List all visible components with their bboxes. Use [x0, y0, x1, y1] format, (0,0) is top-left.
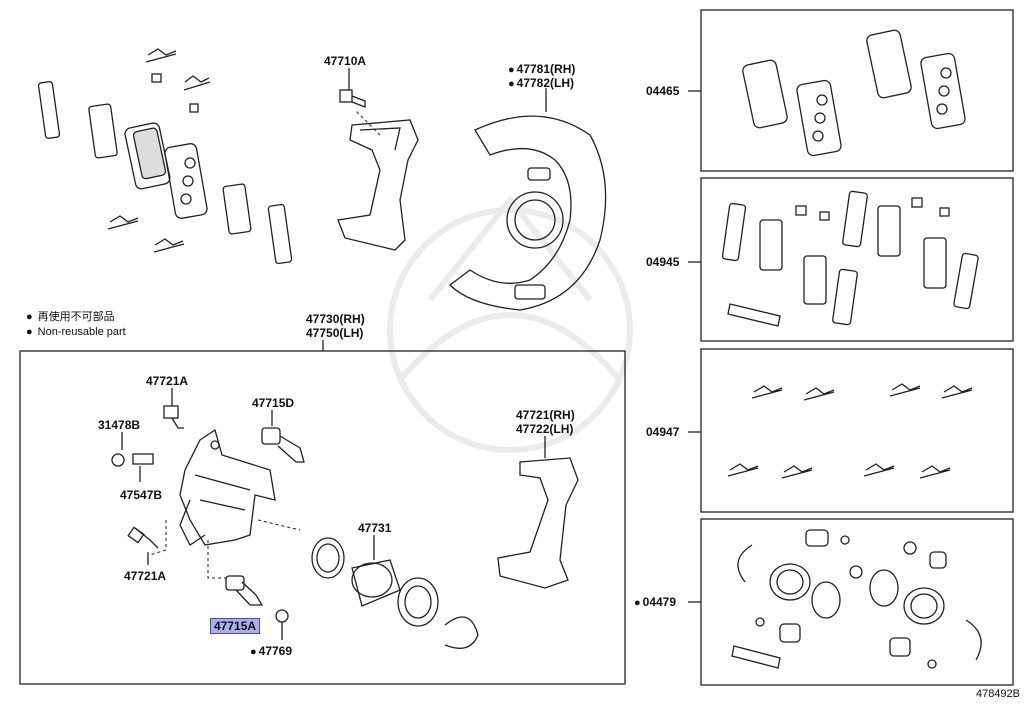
- caliper-bracket-upper[interactable]: [337, 119, 419, 251]
- bolt-47721A-bottom[interactable]: [127, 526, 159, 565]
- watermark-emblem: [387, 195, 633, 453]
- part-label-47715D[interactable]: 47715D: [252, 396, 295, 410]
- caliper-assembly-box: [19, 350, 626, 685]
- part-label-47547B[interactable]: 47547B: [120, 488, 163, 502]
- part-label-47722[interactable]: 47722(LH): [516, 422, 574, 436]
- piston-seal-47731[interactable]: [311, 535, 479, 649]
- legend-en: Non-reusable part: [26, 325, 126, 340]
- slide-pin-47715A[interactable]: [225, 575, 264, 606]
- dust-shield-47781[interactable]: [449, 88, 607, 311]
- part-label-47721A-bottom[interactable]: 47721A: [124, 569, 167, 583]
- legend-jp: 再使用不可部品: [26, 310, 126, 325]
- kit-box-04947[interactable]: [700, 348, 1014, 513]
- part-label-47721[interactable]: 47721(RH): [516, 408, 575, 422]
- kit-box-04945[interactable]: [700, 177, 1014, 342]
- kit-label-04947[interactable]: 04947: [646, 425, 680, 439]
- part-label-47721A-top[interactable]: 47721A: [146, 374, 189, 388]
- legend: 再使用不可部品 Non-reusable part: [26, 310, 126, 340]
- slide-pin-47715D[interactable]: [261, 410, 305, 463]
- kit-label-04945[interactable]: 04945: [646, 255, 680, 269]
- brake-pad-group-top-left[interactable]: [37, 48, 293, 265]
- bolt-47721A-top[interactable]: [163, 388, 184, 429]
- part-label-31478B[interactable]: 31478B: [98, 418, 141, 432]
- kit-04465-pads: [742, 29, 966, 157]
- part-label-47769[interactable]: 47769: [250, 644, 292, 659]
- part-label-47731[interactable]: 47731: [358, 521, 392, 535]
- part-label-47715A[interactable]: 47715A: [210, 618, 261, 634]
- caliper-bracket-47721[interactable]: [497, 436, 579, 589]
- kit-box-04465[interactable]: [700, 9, 1014, 172]
- part-label-47782[interactable]: 47782(LH): [508, 76, 574, 91]
- kit-label-04465[interactable]: 04465: [646, 84, 680, 98]
- kit-label-04479[interactable]: 04479: [634, 595, 676, 610]
- figure-number: 478492B: [975, 688, 1020, 700]
- caliper-body-47730[interactable]: [179, 428, 276, 546]
- bolt-47710A[interactable]: [339, 68, 366, 108]
- kit-04479-seals: [731, 529, 982, 669]
- part-label-47750[interactable]: 47750(LH): [306, 326, 364, 340]
- kit-04947-clips: [727, 383, 973, 479]
- bleeder-47547B[interactable]: [132, 453, 154, 482]
- part-label-47730[interactable]: 47730(RH): [306, 312, 365, 326]
- kit-04945-shims: [721, 190, 979, 327]
- part-label-47781[interactable]: 47781(RH): [508, 62, 576, 77]
- part-label-47710A[interactable]: 47710A: [324, 54, 367, 68]
- bushing-31478B[interactable]: [111, 432, 125, 467]
- dust-boot-47769[interactable]: [275, 609, 289, 640]
